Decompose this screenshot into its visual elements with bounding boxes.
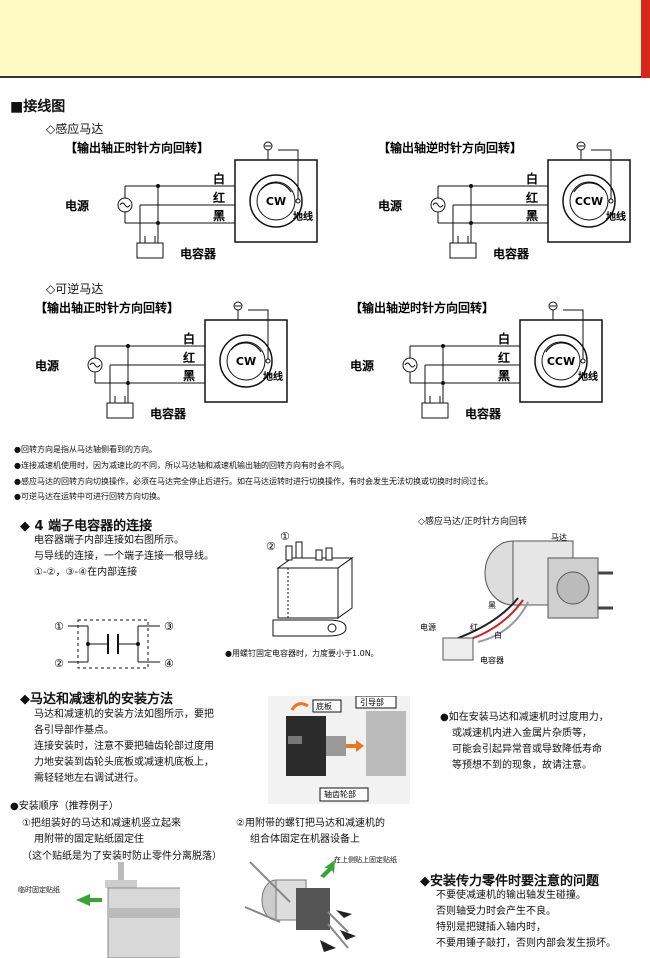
install-section-title: ◆马达和减速机的安装方法 [20, 692, 173, 707]
transmission-line-2: 否则轴受力时会产生不良。 [436, 906, 556, 917]
svg-text:白: 白 [526, 171, 538, 186]
install-warning-4: 等预想不到的现象，故请注意。 [452, 760, 592, 771]
svg-text:引导部: 引导部 [360, 697, 384, 707]
install-warning-1: ●如在安装马达和减速机时过度用力， [440, 712, 609, 723]
svg-text:黑: 黑 [183, 369, 195, 383]
svg-text:电源: 电源 [378, 198, 402, 213]
svg-text:电源: 电源 [420, 622, 436, 632]
sequence-title: ●安装顺序（推荐例子） [10, 801, 119, 812]
note-2: ●连接减速机使用时，因为减速比的不同，所以马达轴和减速机输出轴的回转方向有时会不… [14, 461, 349, 470]
capacitor-section-title: ◆ 4 端子电容器的连接 [20, 519, 153, 534]
svg-text:②: ② [54, 657, 64, 670]
wiring-diagram-svg: 【输出轴逆时针方向回转】 CCW 地线 白 红 黑 电源 [378, 140, 631, 261]
svg-text:地线: 地线 [578, 370, 598, 383]
sequence-step1-line1: ①把组装好的马达和减速机竖立起来 [22, 818, 181, 829]
wiring-induction-cw: 【输出轴正时针方向回转】 CW 地线 白 红 黑 电源 [65, 140, 325, 269]
motor-capacitor-illustration: 马达 黑 红 白 电源 电容器 [420, 532, 613, 665]
svg-text:【输出轴正时针方向回转】: 【输出轴正时针方向回转】 [65, 140, 209, 155]
svg-text:红: 红 [213, 190, 225, 205]
wiring-diagram-svg: 【输出轴正时针方向回转】 CW 地线 白 红 黑 电源 [35, 300, 288, 421]
svg-text:电源: 电源 [65, 198, 89, 213]
svg-text:地线: 地线 [263, 370, 283, 383]
svg-text:黑: 黑 [498, 369, 510, 383]
capacitor-line-2: 与导线的连接，一个端子连接一根导线。 [34, 551, 214, 562]
page-title: ■接线图 [10, 99, 66, 115]
svg-text:白: 白 [183, 331, 195, 346]
svg-text:①: ① [54, 620, 64, 633]
svg-text:④: ④ [164, 657, 174, 670]
header-accent-bar [641, 0, 650, 78]
capacitor-internal-diagram: ① ② ③ ④ [54, 619, 174, 670]
svg-text:电源: 电源 [350, 358, 374, 373]
svg-text:地线: 地线 [606, 210, 626, 223]
svg-text:电容器: 电容器 [493, 246, 530, 261]
capacitor-line-3: ①-②，③-④在内部连接 [34, 567, 138, 578]
svg-text:电容器: 电容器 [465, 406, 502, 421]
note-4: ●可逆马达在运转中可进行回转方向切换。 [14, 492, 165, 501]
motor-diagram-title: ◇感应马达/正时针方向回转 [418, 517, 527, 527]
svg-text:红: 红 [470, 622, 478, 632]
install-line-5: 需轻轻地左右调试进行。 [34, 773, 144, 784]
note-1: ●回转方向是指从马达轴侧看到的方向。 [14, 445, 157, 454]
sticker-label: 临时固定贴纸 [18, 886, 60, 894]
svg-text:红: 红 [498, 350, 510, 365]
svg-text:电源: 电源 [35, 358, 59, 373]
svg-text:白: 白 [494, 630, 502, 640]
svg-text:红: 红 [526, 190, 538, 205]
install-line-2: 各引导部作基点。 [34, 725, 114, 736]
install-warning-2: 或减速机内进入金属片杂质等， [452, 728, 592, 739]
sequence-step2-line2: 组合体固定在机器设备上 [250, 834, 360, 845]
svg-text:①: ① [280, 530, 290, 543]
svg-text:【输出轴逆时针方向回转】: 【输出轴逆时针方向回转】 [378, 140, 522, 155]
svg-text:电容器: 电容器 [180, 246, 217, 261]
reversible-motor-title: ◇可逆马达 [46, 282, 104, 296]
sequence-step2-illustration [244, 860, 356, 952]
induction-motor-title: ◇感应马达 [46, 122, 104, 136]
install-line-4: 力地安装到齿轮头底板或减速机底板上， [34, 757, 214, 768]
wiring-induction-ccw: 【输出轴逆时针方向回转】 CCW 地线 白 红 黑 电源 [378, 140, 638, 269]
transmission-line-4: 不要用锤子敲打，否则内部会发生损坏。 [436, 938, 616, 949]
wiring-reversible-cw: 【输出轴正时针方向回转】 CW 地线 白 红 黑 电源 [35, 300, 295, 429]
transmission-line-3: 特别是把键插入轴内时， [436, 922, 546, 933]
capacitor-drawing: ① ② ③ ④ [266, 530, 354, 637]
sticker-top-label: 在上侧贴上固定贴纸 [334, 856, 397, 864]
transmission-line-1: 不要使减速机的输出轴发生碰撞。 [436, 890, 586, 901]
install-line-3: 连接安装时，注意不要把轴齿轮部过度用 [34, 741, 214, 752]
sequence-step1-line2: 用附带的固定贴纸固定住 [34, 834, 144, 845]
wiring-diagram-svg: 【输出轴逆时针方向回转】 CCW 地线 白 红 黑 电源 [350, 300, 603, 421]
svg-text:地线: 地线 [293, 210, 313, 223]
wiring-reversible-ccw: 【输出轴逆时针方向回转】 CCW 地线 白 红 黑 电源 [350, 300, 610, 429]
capacitor-line-1: 电容器端子内部连接如右图所示。 [34, 535, 184, 546]
svg-text:黑: 黑 [526, 209, 538, 223]
sequence-step1-line3: （这个贴纸是为了安装时防止零件分离脱落） [22, 851, 222, 862]
header-band [0, 0, 641, 78]
svg-text:马达: 马达 [551, 532, 567, 542]
install-photo: 底板 引导部 轴齿轮部 [268, 696, 410, 804]
note-3: ●感应马达的回转方向切换操作，必须在马达完全停止后进行。如在马达运转时进行切换操… [14, 477, 493, 486]
svg-text:②: ② [266, 540, 276, 553]
svg-text:CCW: CCW [575, 195, 603, 208]
capacitor-fix-note: ●用螺钉固定电容器时，力度要小于1.0N。 [225, 649, 379, 658]
svg-text:白: 白 [498, 331, 510, 346]
svg-text:CCW: CCW [547, 355, 575, 368]
svg-text:红: 红 [183, 350, 195, 365]
sequence-step2-line1: ②用附带的螺钉把马达和减速机的 [236, 818, 385, 829]
install-warning-3: 可能会引起异常音或导致降低寿命 [452, 744, 602, 755]
svg-text:【输出轴正时针方向回转】: 【输出轴正时针方向回转】 [35, 300, 179, 315]
svg-text:【输出轴逆时针方向回转】: 【输出轴逆时针方向回转】 [350, 300, 494, 315]
svg-text:电容器: 电容器 [150, 406, 187, 421]
svg-text:黑: 黑 [213, 209, 225, 223]
svg-text:电容器: 电容器 [480, 655, 504, 665]
svg-text:CW: CW [266, 195, 286, 208]
transmission-title: ◆安装传力零件时要注意的问题 [420, 874, 599, 889]
svg-text:③: ③ [164, 620, 174, 633]
svg-text:底板: 底板 [316, 701, 332, 711]
install-line-1: 马达和减速机的安装方法如图所示，要把 [34, 709, 214, 720]
svg-text:黑: 黑 [488, 601, 496, 610]
svg-text:轴齿轮部: 轴齿轮部 [324, 789, 356, 799]
svg-text:CW: CW [236, 355, 256, 368]
wiring-diagram-svg: 【输出轴正时针方向回转】 CW 地线 白 红 黑 电源 [65, 140, 318, 261]
svg-text:白: 白 [213, 171, 225, 186]
sequence-step1-illustration [76, 862, 180, 958]
